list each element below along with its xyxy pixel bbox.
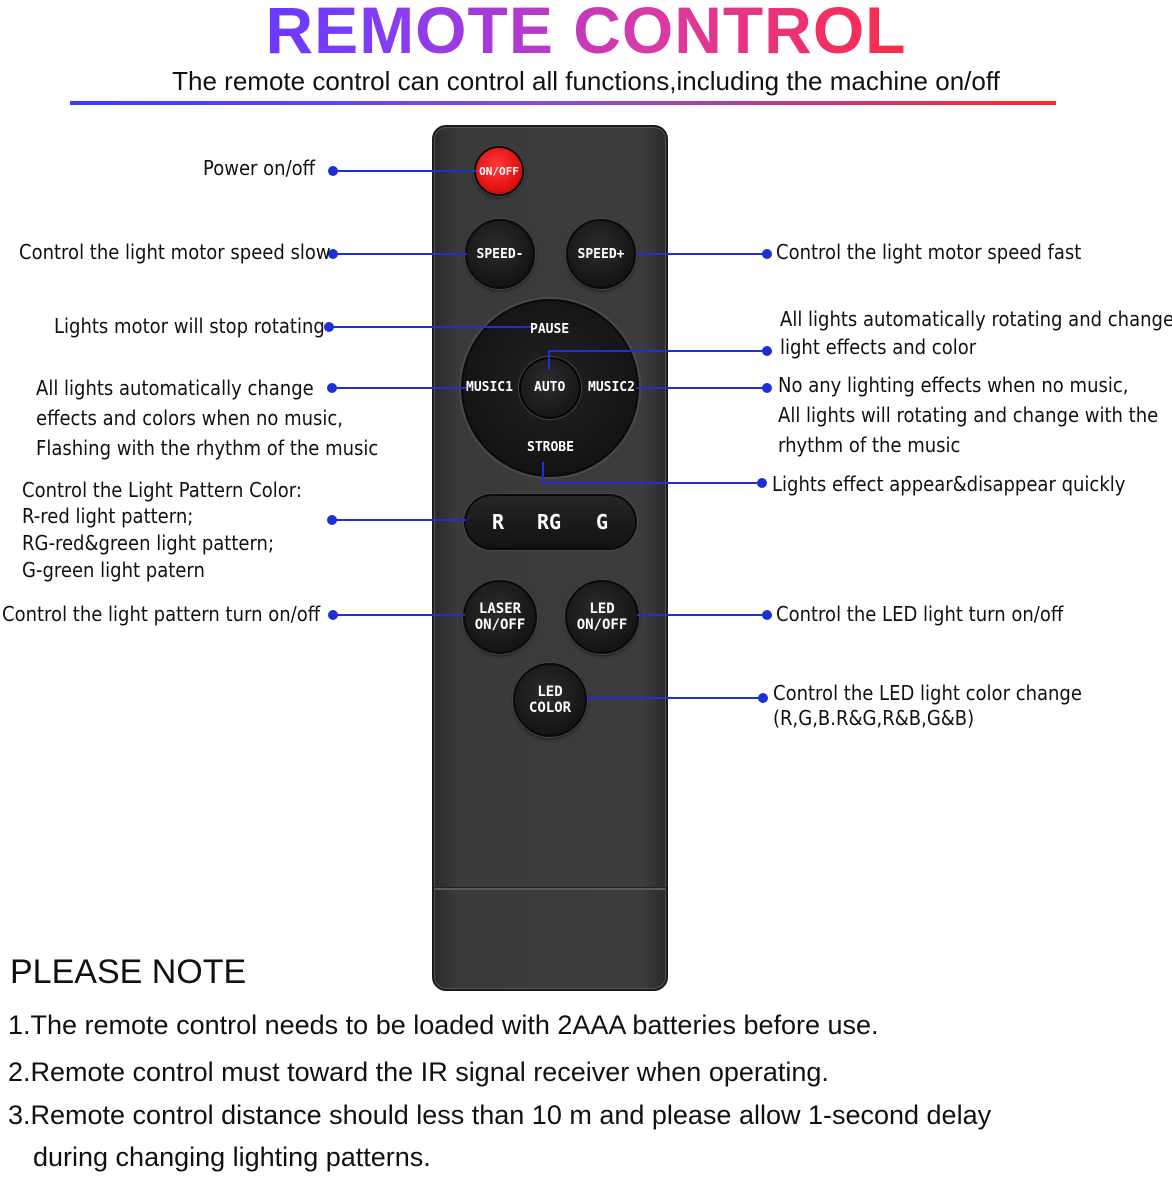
callout-line-auto: [548, 350, 766, 352]
led-color-button[interactable]: LED COLOR: [513, 663, 587, 737]
annotation-led: Control the LED light turn on/off: [776, 602, 1064, 626]
callout-dot-auto: [762, 346, 772, 356]
annotation-auto-line1: All lights automatically rotating and ch…: [780, 307, 1172, 331]
callout-line-strobe: [542, 482, 762, 484]
annotation-color-line2: R-red light pattern;: [22, 504, 194, 528]
speed-plus-button[interactable]: SPEED+: [566, 219, 636, 289]
color-g-button[interactable]: G: [596, 510, 609, 534]
speed-minus-button[interactable]: SPEED-: [465, 219, 535, 289]
annotation-music2-line2: All lights will rotating and change with…: [778, 403, 1159, 427]
callout-line-speed-slow: [333, 253, 467, 255]
annotation-music2-line3: rhythm of the music: [778, 433, 961, 457]
callout-line-power: [333, 170, 476, 172]
pause-button[interactable]: PAUSE: [530, 322, 570, 337]
callout-dot-strobe: [757, 478, 767, 488]
annotation-color-line1: Control the Light Pattern Color:: [22, 478, 302, 502]
callout-dot-music2: [762, 383, 772, 393]
note-item-1: 1.The remote control needs to be loaded …: [8, 1010, 879, 1040]
laser-onoff-button[interactable]: LASER ON/OFF: [463, 580, 537, 654]
note-item-2: 2.Remote control must toward the IR sign…: [8, 1057, 829, 1087]
callout-dot-led: [762, 610, 772, 620]
annotation-speed-fast: Control the light motor speed fast: [776, 240, 1082, 264]
callout-line-speed-fast: [636, 253, 766, 255]
page-title: REMOTE CONTROL: [0, 0, 1172, 68]
annotation-music1-line3: Flashing with the rhythm of the music: [36, 436, 379, 460]
callout-vline-strobe: [542, 462, 544, 483]
annotation-strobe: Lights effect appear&disappear quickly: [772, 472, 1126, 496]
auto-label: AUTO: [534, 380, 566, 395]
callout-dot-led-color: [758, 693, 768, 703]
note-item-3: 3.Remote control distance should less th…: [8, 1100, 992, 1130]
color-rg-button[interactable]: RG: [537, 510, 562, 534]
color-r-button[interactable]: R: [492, 510, 505, 534]
music2-button[interactable]: MUSIC2: [588, 380, 635, 395]
power-button[interactable]: ON/OFF: [474, 146, 524, 196]
annotation-pause: Lights motor will stop rotating: [54, 314, 325, 338]
note-item-3-continued: during changing lighting patterns.: [33, 1142, 431, 1172]
annotation-music2-line1: No any lighting effects when no music,: [778, 373, 1129, 397]
callout-line-laser: [333, 614, 465, 616]
callout-dot-speed-fast: [762, 249, 772, 259]
color-pattern-bar: [464, 494, 637, 550]
page-subtitle: The remote control can control all funct…: [172, 66, 1000, 96]
callout-line-color: [332, 519, 466, 521]
annotation-laser: Control the light pattern turn on/off: [2, 602, 321, 626]
callout-line-led: [637, 614, 766, 616]
annotation-color-line3: RG-red&green light pattern;: [22, 531, 275, 555]
annotation-led-color-line2: (R,G,B.R&G,R&B,G&B): [773, 706, 975, 730]
callout-line-pause: [329, 326, 531, 328]
auto-button[interactable]: [519, 357, 581, 419]
callout-line-music2: [636, 387, 766, 389]
battery-cover-seam: [434, 887, 666, 890]
annotation-color-line4: G-green light patern: [22, 558, 205, 582]
led-onoff-button[interactable]: LED ON/OFF: [565, 580, 639, 654]
annotation-power: Power on/off: [203, 156, 316, 180]
callout-line-led-color: [587, 697, 763, 699]
annotation-music1-line1: All lights automatically change: [36, 376, 314, 400]
title-underline: [70, 101, 1056, 105]
callout-line-music1: [332, 387, 466, 389]
strobe-button[interactable]: STROBE: [527, 440, 574, 455]
annotation-speed-slow: Control the light motor speed slow: [19, 240, 331, 264]
annotation-led-color-line1: Control the LED light color change: [773, 681, 1082, 705]
annotation-auto-line2: light effects and color: [780, 335, 977, 359]
annotation-music1-line2: effects and colors when no music,: [36, 406, 344, 430]
callout-vline-auto: [548, 350, 550, 370]
music1-button[interactable]: MUSIC1: [466, 380, 513, 395]
notes-title: PLEASE NOTE: [10, 953, 247, 991]
